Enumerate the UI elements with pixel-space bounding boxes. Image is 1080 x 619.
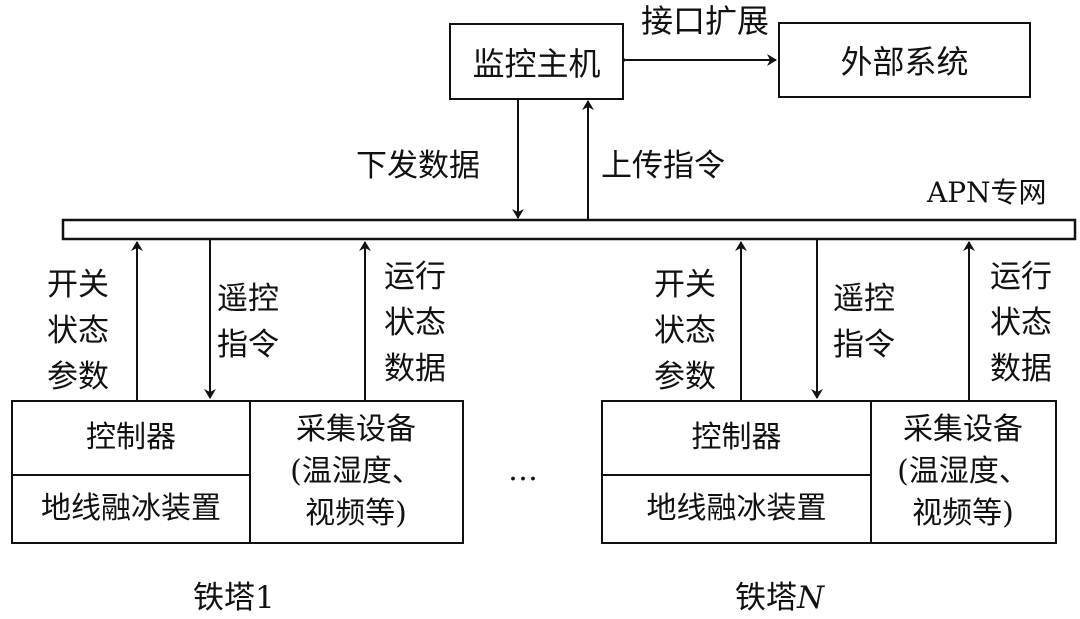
interface-expansion-label: 接口扩展 [641, 2, 770, 40]
towerN-label: 铁塔N [735, 580, 825, 616]
monitor-host-box: 监控主机 [449, 23, 624, 100]
uplink-command-label: 上传指令 [601, 148, 725, 184]
towerN-switch-status-label: 开关 状态 参数 [654, 267, 716, 395]
tower1-label: 铁塔1 [193, 580, 275, 616]
downlink-data-label: 下发数据 [356, 148, 480, 184]
towerN-collector-cell: 采集设备 (温湿度、 视频等) [897, 412, 1029, 531]
apn-network-label: APN专网 [927, 176, 1047, 209]
tower1-collector-cell: 采集设备 (温湿度、 视频等) [290, 412, 422, 531]
tower1-remote-control-label: 遥控 指令 [217, 281, 279, 363]
external-system-box: 外部系统 [778, 22, 1031, 98]
tower1-run-status-label: 运行 状态 数据 [384, 259, 446, 387]
monitor-host-label: 监控主机 [472, 44, 601, 83]
apn-bus [61, 218, 1077, 241]
towerN-controller-cell: 控制器 [603, 402, 872, 476]
towerN-run-status-label: 运行 状态 数据 [990, 259, 1052, 387]
ellipsis: … [508, 453, 538, 488]
towerN-box: 控制器 地线融冰装置 采集设备 (温湿度、 视频等) [601, 400, 1057, 544]
tower1-switch-status-label: 开关 状态 参数 [47, 267, 109, 395]
towerN-deicing-cell: 地线融冰装置 [603, 476, 872, 542]
tower1-box: 控制器 地线融冰装置 采集设备 (温湿度、 视频等) [11, 400, 464, 544]
tower1-deicing-cell: 地线融冰装置 [13, 476, 251, 542]
towerN-remote-control-label: 遥控 指令 [833, 281, 895, 363]
tower1-controller-cell: 控制器 [13, 402, 251, 476]
external-system-label: 外部系统 [840, 43, 969, 81]
